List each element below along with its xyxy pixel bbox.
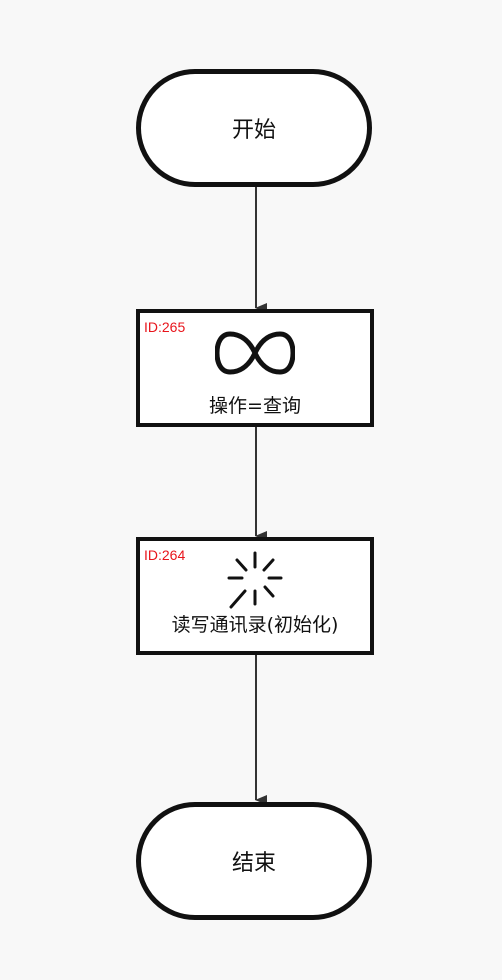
contacts-rw-node[interactable]: ID:264 读写通讯录(初始化) bbox=[136, 537, 374, 655]
loading-spinner-icon bbox=[227, 551, 283, 609]
start-node[interactable]: 开始 bbox=[136, 69, 372, 187]
node-id-label: ID:265 bbox=[144, 319, 186, 335]
operation-query-label: 操作=查询 bbox=[209, 395, 301, 417]
operation-query-node[interactable]: ID:265 操作=查询 bbox=[136, 309, 374, 427]
end-node[interactable]: 结束 bbox=[136, 802, 372, 920]
infinity-icon bbox=[215, 331, 295, 375]
node-id-label: ID:264 bbox=[144, 547, 186, 563]
contacts-rw-label: 读写通讯录(初始化) bbox=[171, 614, 339, 636]
start-node-label: 开始 bbox=[231, 118, 276, 143]
end-node-label: 结束 bbox=[231, 851, 276, 876]
